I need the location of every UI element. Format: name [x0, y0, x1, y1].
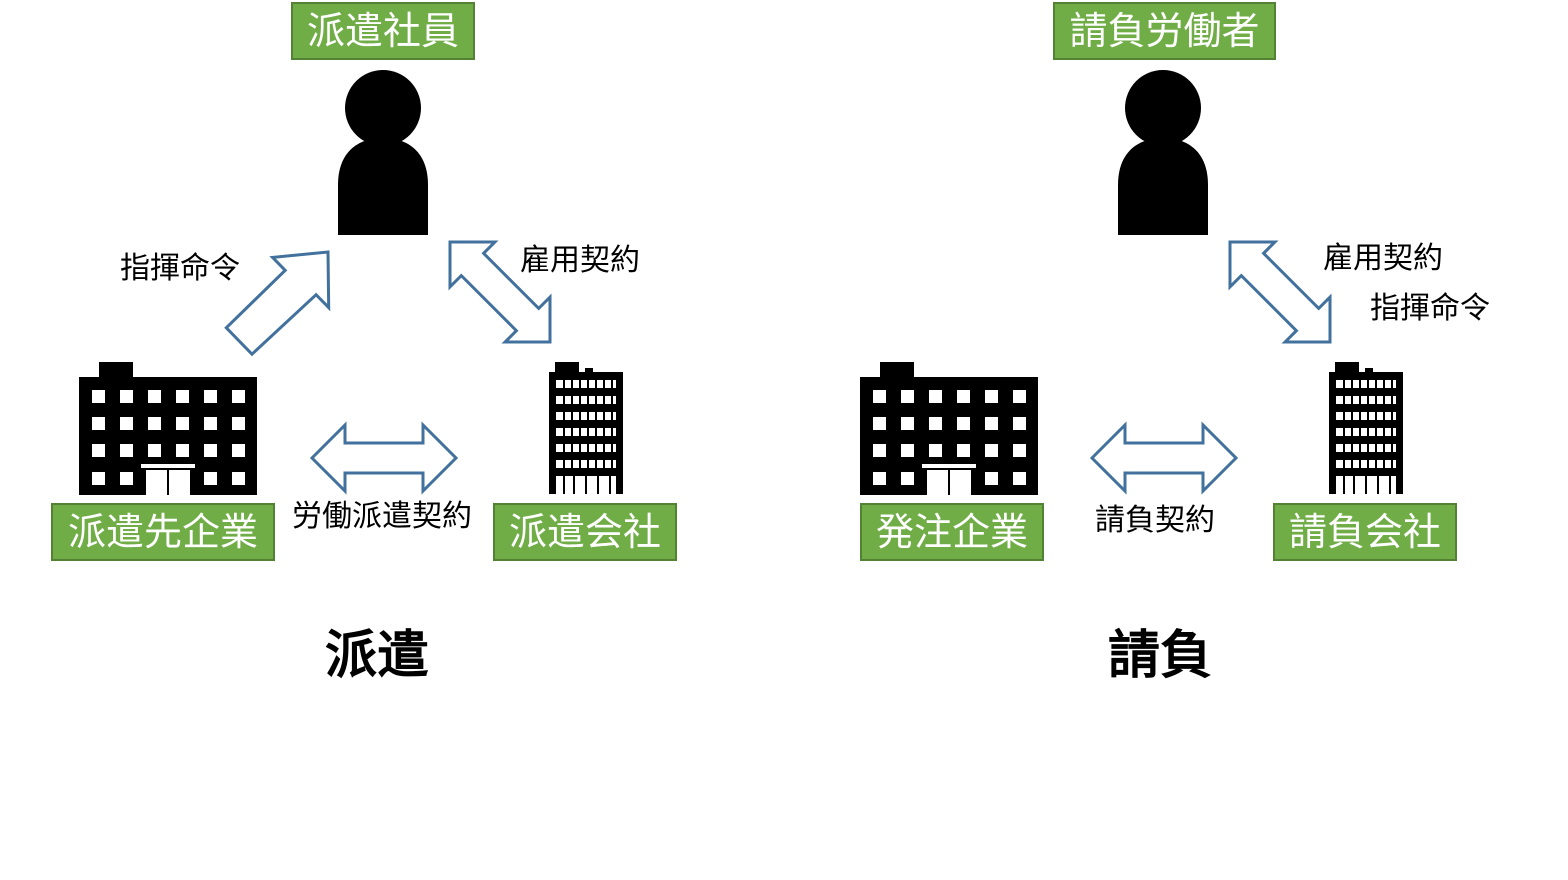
- contract-worker-label: 請負労働者: [1053, 2, 1276, 60]
- employment-text-right: 雇用契約: [1323, 241, 1443, 276]
- client-company-building-icon: [79, 362, 257, 495]
- employment-command-arrow: [1228, 240, 1332, 344]
- client-company-label: 派遣先企業: [51, 503, 275, 561]
- command-text: 指揮命令: [120, 251, 240, 286]
- worker-person-icon: [338, 70, 428, 235]
- agency-building-icon: [549, 362, 623, 494]
- employment-text: 雇用契約: [520, 243, 640, 278]
- haken-title: 派遣: [325, 626, 430, 686]
- command-arrow: [224, 250, 331, 357]
- subcontract-arrow: [1089, 421, 1239, 495]
- contractor-label: 請負会社: [1273, 503, 1457, 561]
- contractor-building-icon: [1329, 362, 1403, 494]
- worker-label: 派遣社員: [291, 2, 475, 60]
- ukeoi-title: 請負: [1108, 626, 1213, 686]
- agency-label: 派遣会社: [493, 503, 677, 561]
- subcontract-text: 請負契約: [1095, 503, 1215, 538]
- ordering-company-building-icon: [860, 362, 1038, 495]
- contract-worker-person-icon: [1118, 70, 1208, 235]
- dispatch-contract-arrow: [309, 421, 459, 495]
- employment-arrow: [448, 240, 552, 344]
- ordering-company-label: 発注企業: [860, 503, 1044, 561]
- command-text-right: 指揮命令: [1370, 291, 1490, 326]
- dispatch-contract-text: 労働派遣契約: [292, 499, 472, 534]
